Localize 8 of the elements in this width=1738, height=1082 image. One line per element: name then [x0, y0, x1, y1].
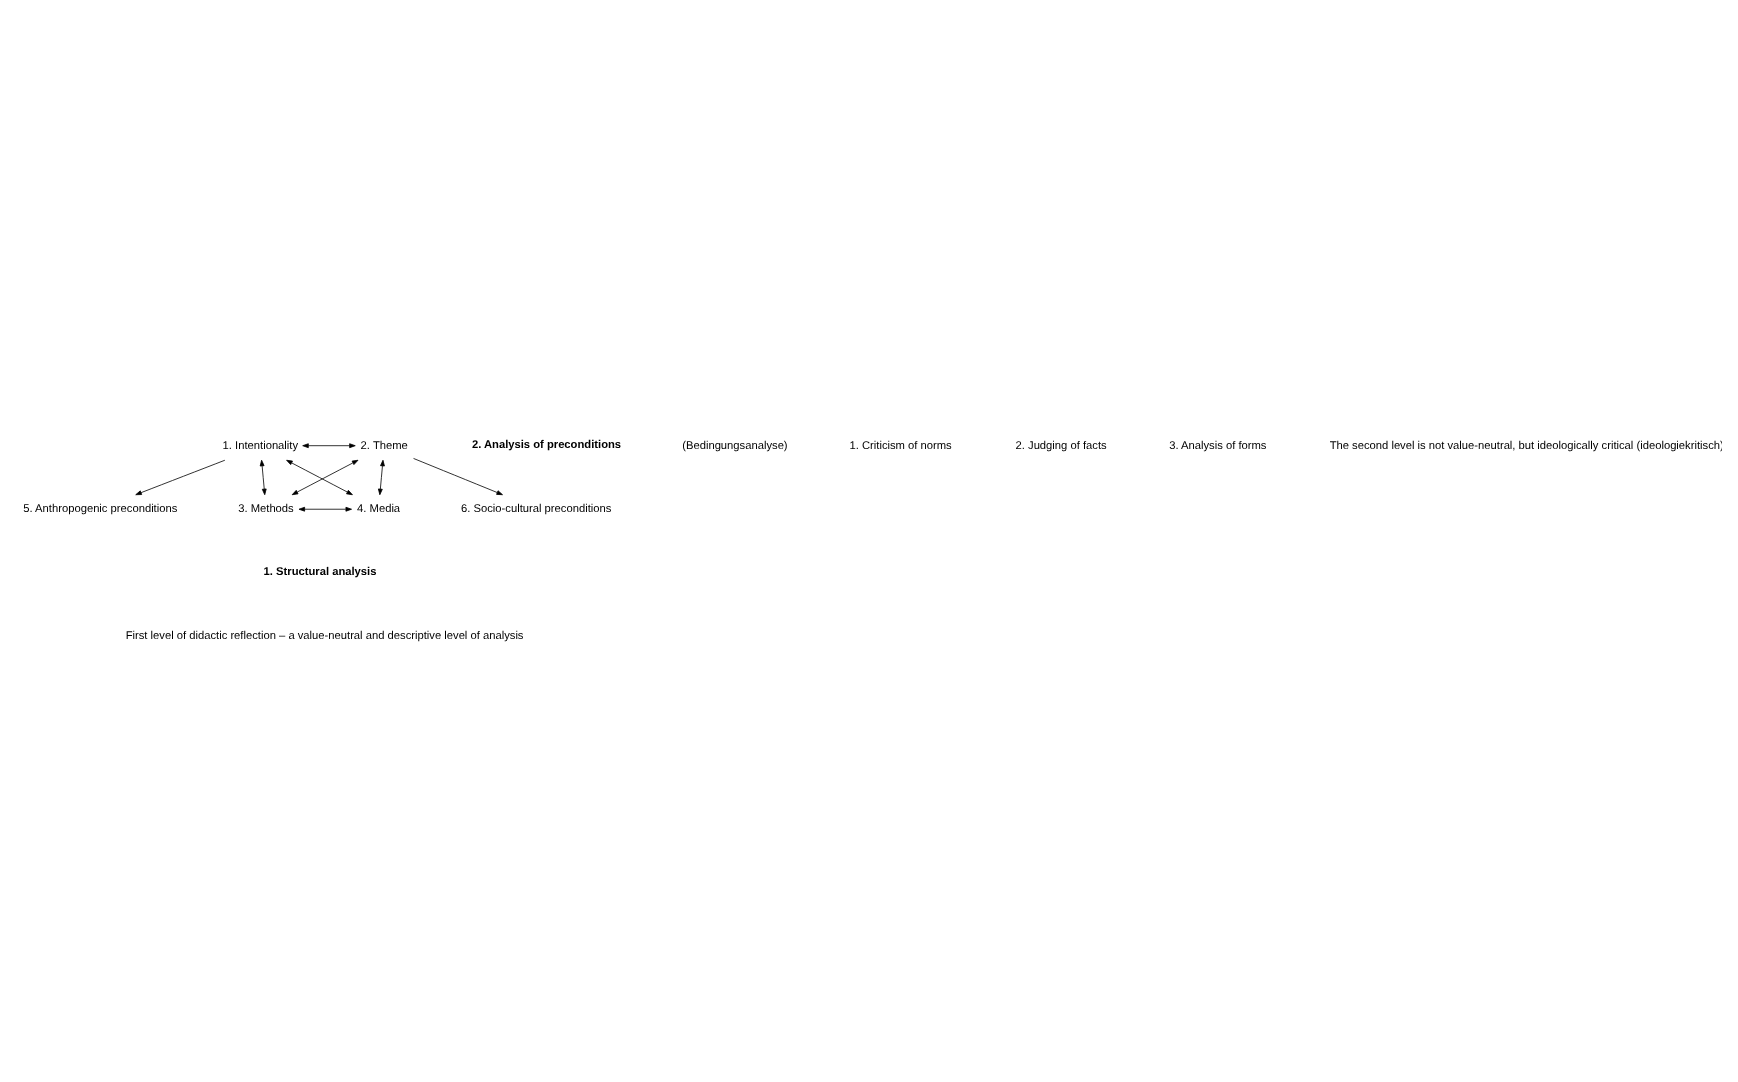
arrow	[413, 458, 503, 496]
arrow	[378, 459, 385, 496]
arrow	[302, 443, 356, 449]
arrow	[259, 459, 267, 496]
arrow	[135, 459, 226, 496]
arrow	[286, 459, 353, 496]
arrow	[291, 459, 359, 496]
arrow	[298, 506, 352, 512]
